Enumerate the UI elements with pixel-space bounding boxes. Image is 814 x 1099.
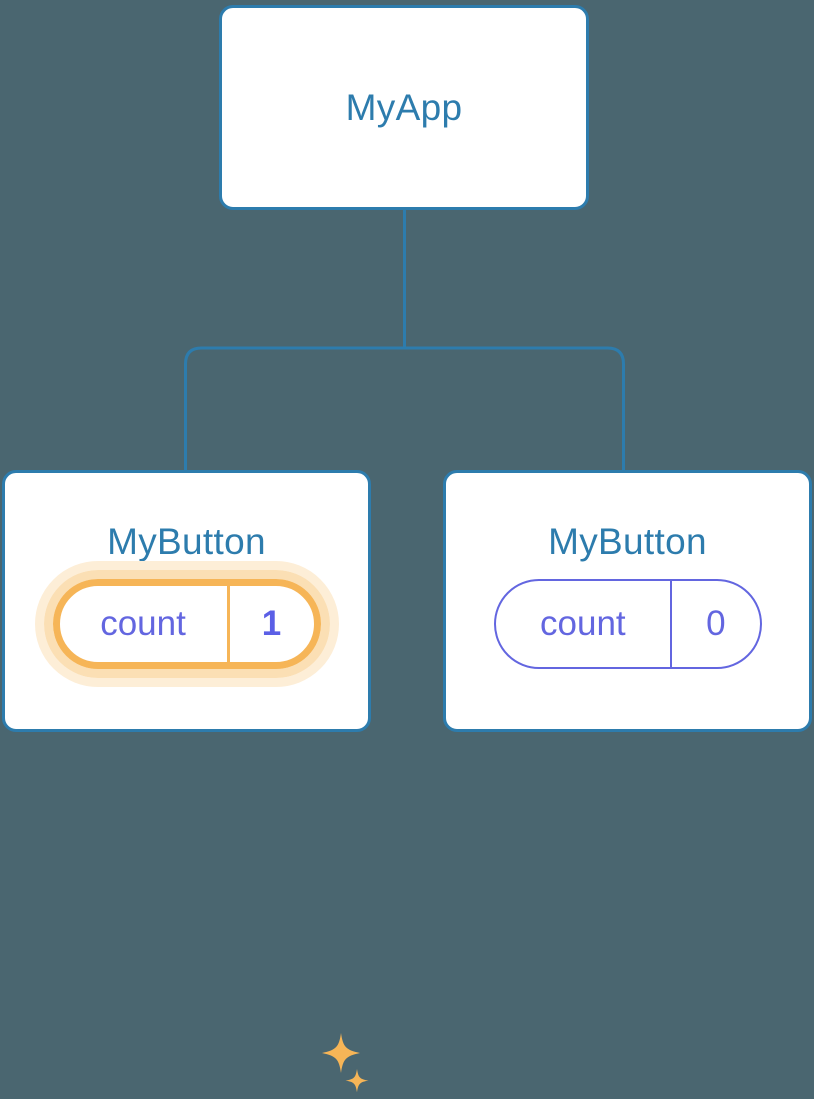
component-tree-diagram: MyApp MyButton count 1 MyButton co xyxy=(2,5,812,1093)
node-child-mybutton-2[interactable]: MyButton count 0 xyxy=(443,470,812,732)
pill-glow-outer xyxy=(34,561,339,687)
connector-children-bus xyxy=(184,346,625,470)
state-pill-2-label: count xyxy=(496,581,673,667)
state-pill-2[interactable]: count 0 xyxy=(493,579,762,669)
state-pill-container-1: count 1 xyxy=(5,561,368,687)
state-pill-2-value: 0 xyxy=(706,604,726,643)
pill-glow-inner xyxy=(43,570,330,678)
sparkle-small-icon xyxy=(345,1069,369,1093)
node-child-1-title: MyButton xyxy=(107,521,266,562)
node-root-myapp[interactable]: MyApp xyxy=(219,5,589,210)
state-pill-1[interactable]: count 1 xyxy=(52,579,321,669)
node-child-2-title: MyButton xyxy=(548,521,707,562)
state-pill-1-label: count xyxy=(60,586,230,662)
state-pill-container-2: count 0 xyxy=(446,579,809,669)
node-root-title: MyApp xyxy=(345,86,463,128)
sparkle-large-icon xyxy=(322,1033,360,1073)
sparkle-group xyxy=(322,1033,369,1093)
node-child-mybutton-1[interactable]: MyButton count 1 xyxy=(2,470,371,1093)
state-pill-1-value: 1 xyxy=(261,604,282,643)
